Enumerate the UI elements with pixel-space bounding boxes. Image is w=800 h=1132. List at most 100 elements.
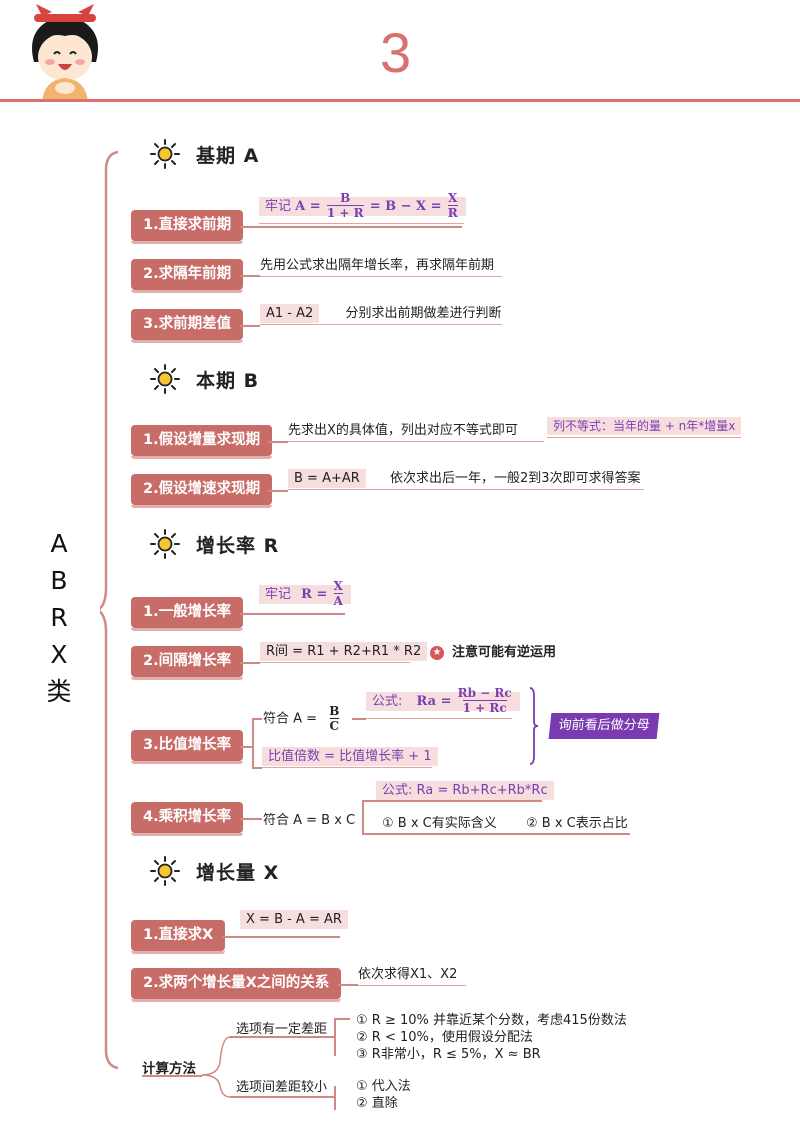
- connector-line: [230, 1036, 334, 1038]
- star-icon: ★: [430, 645, 444, 660]
- section-title: 增长率 R: [196, 534, 280, 557]
- method-branch-1-lines: ① R ≥ 10% 并靠近某个分数，考虑415份数法 ② R < 10%，使用假…: [356, 1012, 627, 1063]
- connector-line: [352, 718, 366, 720]
- method-branch-1-label: 选项有一定差距: [236, 1022, 328, 1037]
- connector-line: [142, 1075, 202, 1077]
- method-line: ③ R非常小，R ≤ 5%，X ≈ BR: [356, 1047, 541, 1062]
- fraction-denominator: C: [329, 718, 340, 733]
- method-line: ① 代入法: [356, 1079, 411, 1094]
- ratio-fit-text: 符合 A =: [263, 711, 318, 727]
- current-inequality: 列不等式：当年的量 + n年*增量x: [547, 417, 742, 438]
- fraction-denominator: A: [333, 593, 343, 608]
- connector-line: [334, 1018, 336, 1056]
- product-point-1: ① B x C有实际含义: [382, 816, 497, 831]
- connector-line: [240, 746, 252, 748]
- current-growth: B = A+AR 依次求出后一年，一般2到3次即可求得答案: [288, 467, 644, 490]
- topic-pill: 2.求隔年前期: [131, 259, 244, 293]
- section-header-base: 基期 A: [148, 139, 259, 169]
- warning-text: 注意可能有逆运用: [452, 645, 557, 660]
- connector-line: [268, 441, 288, 443]
- topic-pill: 3.比值增长率: [131, 730, 244, 764]
- fraction-numerator: X: [448, 191, 458, 205]
- vtitle-char: B: [50, 566, 68, 595]
- formula-highlight: 列不等式：当年的量 + n年*增量x: [547, 417, 742, 435]
- topic-pill: 2.间隔增长率: [131, 646, 244, 680]
- formula-prefix: 公式:: [372, 693, 403, 709]
- connector-line: [230, 1096, 334, 1098]
- method-line: ① R ≥ 10% 并靠近某个分数，考虑415份数法: [356, 1013, 627, 1028]
- connector-line: [252, 718, 262, 720]
- fraction-numerator: B: [340, 191, 351, 205]
- topic-pill: 1.直接求前期: [131, 210, 244, 244]
- method-line: ② R < 10%，使用假设分配法: [356, 1030, 533, 1045]
- rate-warning: ★ 注意可能有逆运用: [430, 641, 556, 660]
- fraction-numerator: Rb − Rc: [457, 686, 512, 700]
- formula-highlight: 比值倍数 = 比值增长率 + 1: [262, 747, 438, 766]
- connector-line: [338, 984, 358, 986]
- vertical-title: A B R X 类: [44, 525, 74, 710]
- formula-highlight: B = A+AR: [288, 469, 366, 488]
- connector-line: [334, 1086, 336, 1110]
- formula-prefix: 牢记: [265, 586, 292, 602]
- connector-line: [268, 490, 288, 492]
- vtitle-char: X: [50, 640, 68, 669]
- formula-lhs: A =: [295, 198, 321, 214]
- section-header-amount: 增长量 X: [148, 856, 279, 886]
- section-title: 本期 B: [196, 369, 260, 392]
- connector-line: [240, 226, 462, 228]
- fraction-numerator: X: [333, 579, 343, 593]
- sun-icon: [150, 856, 180, 886]
- method-branch-2-lines: ① 代入法 ② 直除: [356, 1078, 411, 1112]
- topic-pill: 2.假设增速求现期: [131, 474, 273, 508]
- topic-pill: 1.一般增长率: [131, 597, 244, 631]
- method-branches: [200, 1034, 231, 1100]
- product-formula: 公式: Ra = Rb+Rc+Rb*Rc: [376, 779, 554, 800]
- method-label: 计算方法: [142, 1061, 196, 1077]
- topic-pill: 1.直接求X: [131, 920, 226, 954]
- vtitle-char: 类: [46, 677, 72, 706]
- sun-icon: [150, 139, 180, 169]
- connector-line: [240, 613, 345, 615]
- connector-line: [362, 800, 364, 834]
- product-point-2: ② B x C表示占比: [526, 816, 628, 831]
- connector-line: [222, 936, 340, 938]
- connector-line: [240, 275, 260, 277]
- connector-line: [334, 1018, 350, 1020]
- connector-line: [362, 833, 630, 835]
- fraction-denominator: R: [447, 205, 458, 220]
- section-header-rate: 增长率 R: [148, 529, 279, 559]
- left-brace: [95, 150, 122, 1070]
- formula-highlight: R间 = R1 + R2+R1 * R2: [260, 642, 428, 661]
- page-number: 3: [380, 21, 412, 84]
- current-growth-note: 依次求出后一年，一般2到3次即可求得答案: [389, 471, 641, 486]
- amount-formula: X = B - A = AR: [240, 910, 348, 929]
- connector-line: [240, 662, 260, 664]
- rate-interval: R间 = R1 + R2+R1 * R2: [260, 640, 428, 663]
- current-note: 先求出X的具体值，列出对应不等式即可: [288, 419, 544, 442]
- connector-line: [240, 818, 262, 820]
- sun-icon: [150, 364, 180, 394]
- topic-pill: 1.假设增量求现期: [131, 425, 273, 459]
- formula-lhs: R =: [301, 586, 328, 602]
- base-diff: A1 - A2 分别求出前期做差进行判断: [260, 302, 502, 325]
- connector-line: [362, 800, 542, 802]
- product-condition: 符合 A = B x C: [263, 813, 356, 828]
- connector-line: [252, 767, 262, 769]
- ratio-brace: [528, 686, 540, 766]
- fraction-denominator: 1 + Rc: [462, 700, 507, 715]
- topic-pill: 3.求前期差值: [131, 309, 244, 343]
- connector-line: [252, 718, 254, 768]
- fraction-numerator: B: [329, 704, 340, 718]
- ratio-multiple: 比值倍数 = 比值增长率 + 1: [262, 745, 438, 768]
